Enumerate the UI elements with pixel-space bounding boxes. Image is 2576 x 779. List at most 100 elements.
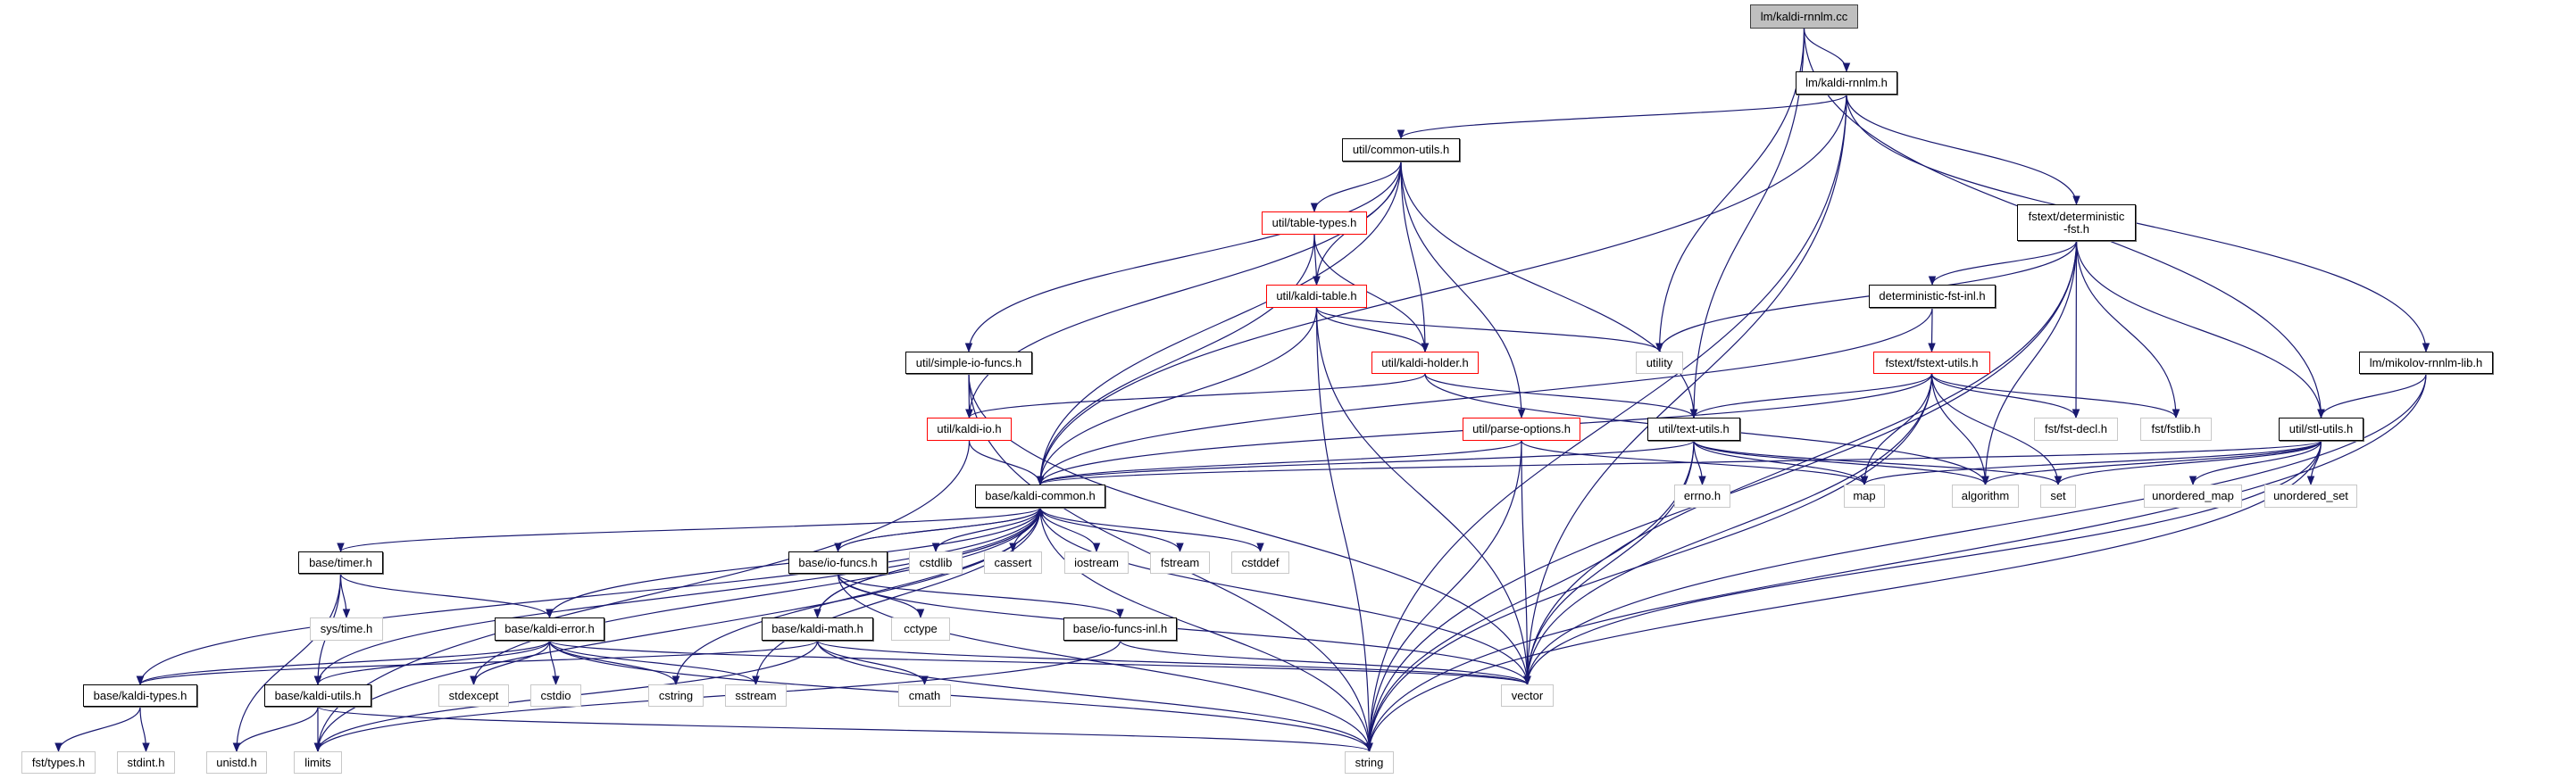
edge-kaldi-error-to-sstream: [548, 640, 760, 686]
node-io-funcs-inl[interactable]: base/io-funcs-inl.h: [1063, 617, 1177, 641]
edge-mikolov-to-stl-utils: [2317, 373, 2427, 419]
node-parse-options[interactable]: util/parse-options.h: [1463, 418, 1580, 441]
edge-kaldi-holder-to-kaldi-io: [965, 373, 1426, 419]
node-unistd[interactable]: unistd.h: [206, 751, 267, 774]
edge-fstext-utils-to-string: [1365, 373, 1933, 753]
edge-io-funcs-to-io-funcs-inl: [837, 573, 1124, 619]
edge-kaldi-types-to-fst-types: [54, 706, 141, 753]
edge-rnnlm-h-to-common-utils: [1396, 94, 1847, 140]
node-cstring[interactable]: cstring: [648, 684, 704, 707]
node-stdexcept[interactable]: stdexcept: [438, 684, 509, 707]
edge-root-to-rnnlm-h: [1803, 28, 1851, 73]
node-io-funcs[interactable]: base/io-funcs.h: [788, 551, 888, 574]
edge-root-to-utility: [1655, 28, 1805, 353]
edge-det-fst-to-fst-decl: [2072, 240, 2080, 419]
edge-text-utils-to-vector: [1523, 440, 1695, 686]
node-fst-types[interactable]: fst/types.h: [21, 751, 96, 774]
edge-det-fst-to-fstlib: [2075, 240, 2180, 419]
edge-kaldi-types-to-stdint: [139, 706, 150, 753]
node-root[interactable]: lm/kaldi-rnnlm.cc: [1750, 4, 1858, 29]
edge-stl-utils-to-algorithm: [1981, 440, 2322, 486]
edge-timer-to-systime: [339, 573, 351, 619]
edge-timer-to-unistd: [232, 573, 342, 753]
node-kaldi-types[interactable]: base/kaldi-types.h: [83, 684, 197, 707]
node-mikolov[interactable]: lm/mikolov-rnnlm-lib.h: [2359, 352, 2493, 374]
node-kaldi-table[interactable]: util/kaldi-table.h: [1266, 285, 1367, 308]
edge-kaldi-table-to-kaldi-holder: [1315, 307, 1430, 353]
edge-table-types-to-kaldi-common: [1036, 234, 1315, 486]
edge-rnnlm-h-to-vector: [1523, 94, 1847, 686]
node-utility[interactable]: utility: [1636, 352, 1683, 374]
edge-kaldi-error-to-cstdio: [548, 640, 560, 686]
node-stl-utils[interactable]: util/stl-utils.h: [2279, 418, 2363, 441]
edge-mikolov-to-vector: [1523, 373, 2427, 686]
node-fstext-utils[interactable]: fstext/fstext-utils.h: [1873, 352, 1990, 374]
node-table-types[interactable]: util/table-types.h: [1262, 211, 1367, 235]
node-rnnlm-h[interactable]: lm/kaldi-rnnlm.h: [1796, 71, 1897, 95]
edge-det-fst-to-vector: [1523, 240, 2078, 686]
node-sstream[interactable]: sstream: [725, 684, 787, 707]
edge-kaldi-holder-to-text-utils: [1424, 373, 1698, 419]
edge-kaldi-error-to-vector: [548, 640, 1531, 686]
edge-det-fst-to-stl-utils: [2075, 240, 2325, 419]
edge-stl-utils-to-set: [2054, 440, 2322, 486]
node-det-fst-inl[interactable]: deterministic-fst-inl.h: [1869, 285, 1996, 308]
node-kaldi-error[interactable]: base/kaldi-error.h: [495, 617, 604, 641]
node-simple-io[interactable]: util/simple-io-funcs.h: [905, 352, 1032, 374]
node-limits[interactable]: limits: [294, 751, 342, 774]
node-kaldi-holder[interactable]: util/kaldi-holder.h: [1371, 352, 1479, 374]
node-kaldi-io[interactable]: util/kaldi-io.h: [927, 418, 1012, 441]
edge-det-fst-to-det-fst-inl: [1928, 240, 2078, 286]
edge-kaldi-common-to-vector: [1039, 507, 1531, 686]
node-common-utils[interactable]: util/common-utils.h: [1342, 138, 1460, 162]
edge-fstext-utils-to-set: [1930, 373, 2063, 486]
edge-kaldi-io-to-limits: [313, 440, 971, 753]
node-fst-decl[interactable]: fst/fst-decl.h: [2034, 418, 2118, 441]
edge-kaldi-table-to-string: [1315, 307, 1373, 753]
edge-kaldi-math-to-string: [816, 640, 1373, 753]
edge-io-funcs-inl-to-limits: [313, 640, 1121, 753]
node-stdint[interactable]: stdint.h: [117, 751, 175, 774]
node-cstdlib[interactable]: cstdlib: [909, 551, 963, 574]
node-timer[interactable]: base/timer.h: [298, 551, 383, 574]
edge-fstext-utils-to-fst-decl: [1930, 373, 2080, 419]
edge-kaldi-common-to-kaldi-utils: [313, 507, 1041, 686]
node-kaldi-math[interactable]: base/kaldi-math.h: [762, 617, 873, 641]
node-fstlib[interactable]: fst/fstlib.h: [2140, 418, 2212, 441]
edge-timer-to-kaldi-error: [339, 573, 554, 619]
node-det-fst[interactable]: fstext/deterministic -fst.h: [2017, 204, 2136, 241]
node-kaldi-utils[interactable]: base/kaldi-utils.h: [264, 684, 371, 707]
node-cstdio[interactable]: cstdio: [530, 684, 581, 707]
node-fstream[interactable]: fstream: [1150, 551, 1210, 574]
node-cassert[interactable]: cassert: [984, 551, 1042, 574]
edge-kaldi-error-to-stdexcept: [470, 640, 551, 686]
node-unordered-map[interactable]: unordered_map: [2144, 485, 2242, 508]
edge-kaldi-error-to-string: [548, 640, 1373, 753]
node-systime[interactable]: sys/time.h: [310, 617, 383, 641]
node-map[interactable]: map: [1844, 485, 1885, 508]
node-errno[interactable]: errno.h: [1674, 485, 1730, 508]
node-cmath[interactable]: cmath: [898, 684, 951, 707]
node-algorithm[interactable]: algorithm: [1952, 485, 2019, 508]
node-vector[interactable]: vector: [1501, 684, 1554, 707]
node-text-utils[interactable]: util/text-utils.h: [1647, 418, 1740, 441]
edge-simple-io-to-vector: [968, 373, 1531, 686]
node-cstddef[interactable]: cstddef: [1231, 551, 1289, 574]
node-iostream[interactable]: iostream: [1064, 551, 1129, 574]
edge-fstext-utils-to-algorithm: [1930, 373, 1989, 486]
edge-io-funcs-to-string: [837, 573, 1373, 753]
node-set[interactable]: set: [2040, 485, 2076, 508]
edge-parse-options-to-vector: [1521, 440, 1531, 686]
node-unordered-set[interactable]: unordered_set: [2264, 485, 2357, 508]
node-kaldi-common[interactable]: base/kaldi-common.h: [975, 485, 1105, 508]
node-string[interactable]: string: [1345, 751, 1394, 774]
edge-text-utils-to-kaldi-common: [1036, 440, 1695, 486]
edge-kaldi-common-to-string: [1039, 507, 1373, 753]
edge-kaldi-error-to-kaldi-utils: [313, 640, 551, 686]
edge-fstext-utils-to-text-utils: [1689, 373, 1933, 419]
node-cctype[interactable]: cctype: [891, 617, 950, 641]
edge-stl-utils-to-kaldi-common: [1037, 440, 2322, 486]
edge-common-utils-to-parse-options: [1400, 161, 1526, 419]
edge-det-fst-to-utility: [1655, 240, 2078, 353]
